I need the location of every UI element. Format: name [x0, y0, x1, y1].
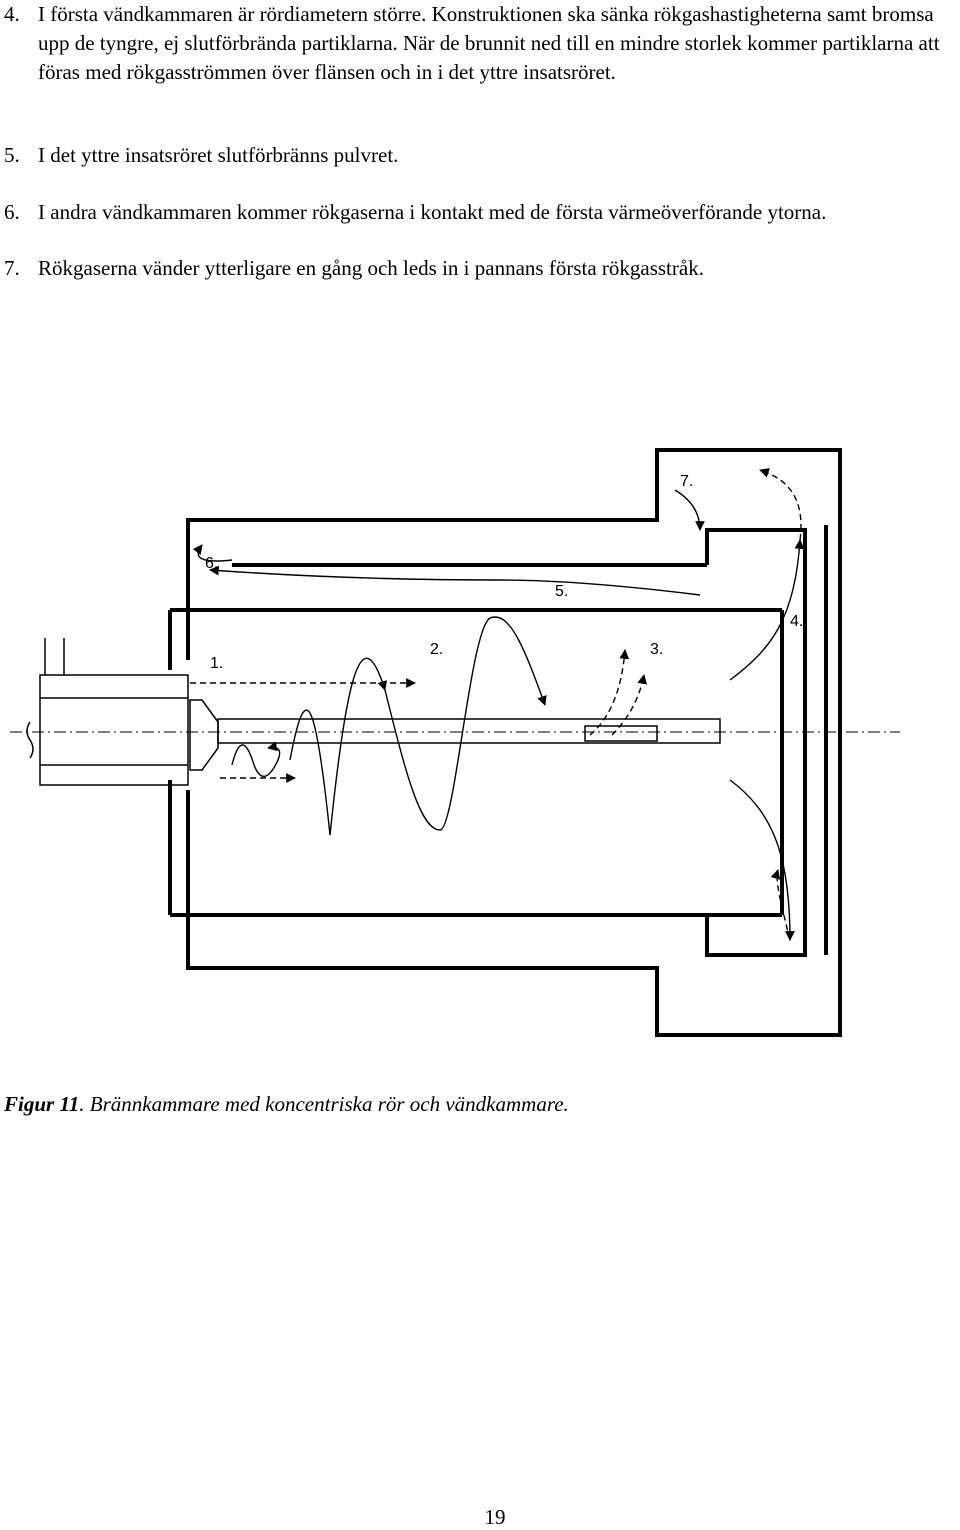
label-1: 1. [210, 655, 223, 672]
list-item-text: Rökgaserna vänder ytterligare en gång oc… [38, 256, 704, 280]
figure-label: Figur 11 [4, 1092, 80, 1116]
figure-caption-text: . Brännkammare med koncentriska rör och … [79, 1092, 569, 1116]
list-item-text: I det yttre insatsröret slutförbränns pu… [38, 143, 399, 167]
list-item-number: 6. [4, 200, 20, 224]
outer-insert-tube [168, 528, 807, 957]
diagram-labels: 1. 2. 3. 4. 5. 6. 7. [205, 473, 803, 672]
figure-caption: Figur 11. Brännkammare med koncentriska … [4, 1092, 569, 1117]
list-item-text: I andra vändkammaren kommer rökgaserna i… [38, 200, 827, 224]
outer-housing [186, 448, 842, 1037]
page-number: 19 [484, 1505, 506, 1529]
label-5: 5. [555, 583, 568, 600]
label-4: 4. [790, 613, 803, 630]
list-item-text: I första vändkammaren är rördiametern st… [38, 2, 940, 84]
label-3: 3. [650, 641, 663, 658]
list-item-number: 7. [4, 256, 20, 280]
label-2: 2. [430, 641, 443, 658]
flow-arrows [190, 468, 805, 941]
list-item-number: 4. [4, 2, 20, 26]
list-item-number: 5. [4, 143, 20, 167]
label-6: 6. [205, 555, 218, 572]
feed-pipe [26, 638, 721, 786]
combustion-chamber-diagram: 1. 2. 3. 4. 5. 6. 7. [10, 448, 900, 1037]
label-7: 7. [680, 473, 693, 490]
